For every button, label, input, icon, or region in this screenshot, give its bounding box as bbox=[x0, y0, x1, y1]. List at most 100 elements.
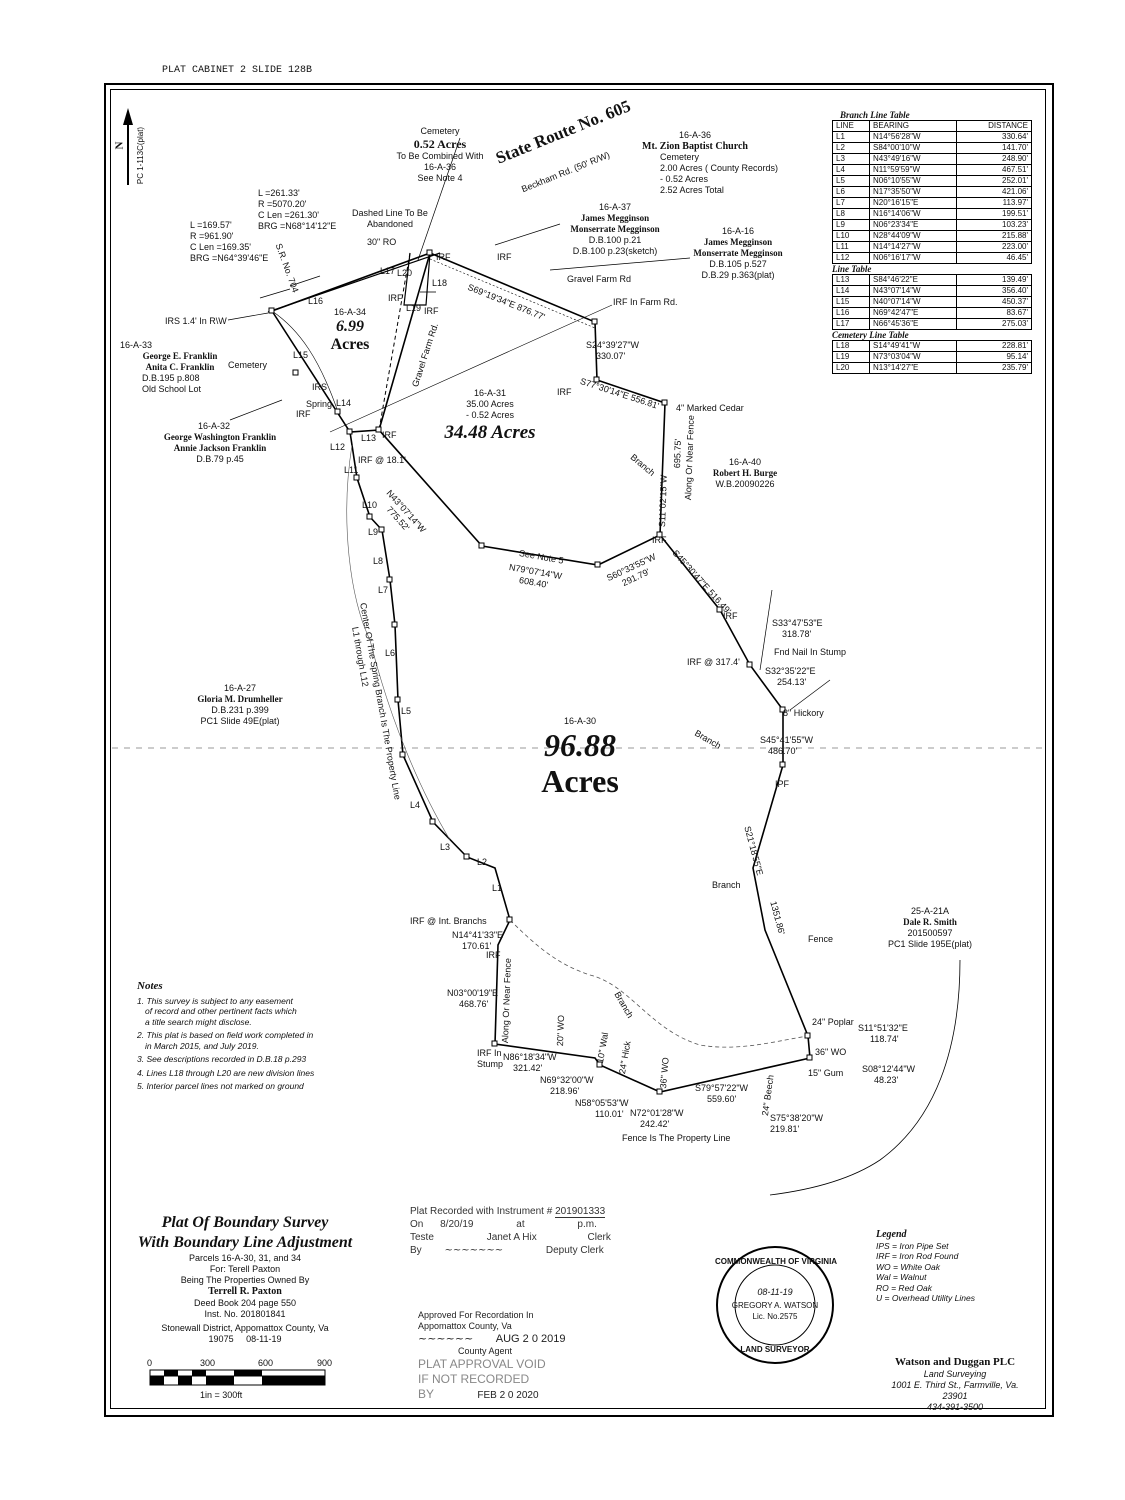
parcel-16-a-33: 16-A-33 George E. Franklin Anita C. Fran… bbox=[120, 340, 240, 395]
bearing-cell: N69°42'47"E bbox=[869, 307, 957, 319]
irf-branchs: IRF @ Int. Branchs bbox=[410, 916, 487, 926]
title-sub-6: Stonewall District, Appomattox County, V… bbox=[161, 1323, 329, 1333]
bearing-b23-text: S08°12'44"W bbox=[862, 1064, 916, 1074]
irf-label-8: IRF bbox=[723, 611, 738, 621]
irf-label-1: IRF bbox=[436, 252, 451, 262]
seal-ring-top: COMMONWEALTH OF VIRGINIA bbox=[715, 1257, 838, 1266]
cemetery-label: Cemetery bbox=[228, 360, 268, 370]
parcel-34-48-boundary bbox=[378, 252, 666, 566]
irf-farm-label: IRF In Farm Rd. bbox=[613, 297, 678, 307]
line-cell: L5 bbox=[832, 175, 870, 187]
col-distance: DISTANCE bbox=[956, 120, 1032, 132]
a37-name2: Monserrate Megginson bbox=[570, 224, 660, 234]
line-cell: L11 bbox=[832, 241, 870, 253]
line-cell: L4 bbox=[832, 164, 870, 176]
line-cell: L2 bbox=[832, 142, 870, 154]
curve2-brg: BRG =N64°39'46"E bbox=[190, 253, 269, 263]
a27-l2: PC1 Slide 49E(plat) bbox=[200, 716, 280, 726]
recording-at: at bbox=[516, 1219, 525, 1230]
bearing-b2-text: S24°39'27"W bbox=[586, 340, 640, 350]
line-cell: L3 bbox=[832, 153, 870, 165]
bearing-cell: N43°07'14"W bbox=[869, 285, 957, 297]
recording-signature: ~~~~~~~ bbox=[444, 1245, 504, 1256]
irs-label: IRS bbox=[312, 382, 328, 392]
bearing-b11-text: S32°35'22"E bbox=[765, 666, 816, 676]
recording-line-2: On 8/20/19 at p.m. bbox=[410, 1218, 640, 1231]
curve1-r: R =5070.20' bbox=[258, 199, 307, 209]
scale-tick-300: 300 bbox=[200, 1358, 216, 1368]
approval-stamp: Approved For Recordation In Appomattox C… bbox=[418, 1310, 618, 1403]
nail-label: Fnd Nail In Stump bbox=[774, 647, 847, 657]
recording-clerk: Clerk bbox=[587, 1232, 611, 1243]
note-line: in March 2015, and July 2019. bbox=[145, 1040, 259, 1051]
mt-zion-name: Mt. Zion Baptist Church bbox=[642, 141, 748, 152]
note-line: 3. See descriptions recorded in D.B.18 p… bbox=[137, 1054, 307, 1064]
line-id-l20: L20 bbox=[397, 268, 413, 278]
bearing-b21: S75°38'20"W 219.81' bbox=[770, 1113, 823, 1135]
irf-label-7: IRF bbox=[652, 535, 667, 545]
bearing-b23-dist: 48.23' bbox=[874, 1075, 899, 1085]
bearing-b17-dist: 218.96' bbox=[550, 1086, 580, 1096]
note-line: 2. This plat is based on field work comp… bbox=[137, 1030, 314, 1040]
curve2-r: R =961.90' bbox=[190, 231, 234, 241]
legend-title: Legend bbox=[876, 1229, 907, 1240]
recording-line-4: By ~~~~~~~ Deputy Clerk bbox=[410, 1244, 640, 1257]
bearing-cell: N43°49'16"W bbox=[869, 153, 957, 165]
line-cell: L10 bbox=[832, 230, 870, 242]
recording-clerk-name: Janet A Hix bbox=[486, 1232, 537, 1243]
cemetery-lines bbox=[403, 252, 431, 306]
legend-item: WO = White Oak bbox=[876, 1261, 940, 1272]
notes-title: Notes bbox=[137, 980, 163, 992]
bearing-b23: S08°12'44"W 48.23' bbox=[862, 1064, 915, 1086]
a16-l1: D.B.105 p.527 bbox=[709, 259, 767, 269]
distance-cell: 228.81' bbox=[956, 340, 1032, 352]
parcel-16-a-40: 16-A-40 Robert H. Burge W.B.20090226 bbox=[700, 457, 790, 490]
bearing-b21-text: S75°38'20"W bbox=[770, 1113, 824, 1123]
bearing-b6: S11°02'15"W bbox=[657, 474, 669, 528]
seal-lic: Lic. No.2575 bbox=[752, 1312, 798, 1321]
plat-cabinet-header: PLAT CABINET 2 SLIDE 128B bbox=[162, 65, 313, 76]
a30-acres-num: 96.88 bbox=[544, 727, 616, 763]
bearing-cell: N28°44'09"W bbox=[869, 230, 957, 242]
parcel-16-a-27: 16-A-27 Gloria M. Drumheller D.B.231 p.3… bbox=[180, 683, 300, 727]
abandoned-dashed-line bbox=[378, 252, 411, 431]
cemetery-title: Cemetery bbox=[420, 126, 460, 136]
notes-block: Notes 1. This survey is subject to any e… bbox=[137, 981, 314, 1092]
bearing-cell: S84°00'10"W bbox=[869, 142, 957, 154]
bearing-cell: N06°16'17"W bbox=[869, 252, 957, 264]
distance-cell: 252.01' bbox=[956, 175, 1032, 187]
bearing-b20-dist: 559.60' bbox=[707, 1094, 737, 1104]
bearing-cell: S84°46'22"E bbox=[869, 274, 957, 286]
a37-name1: James Megginson bbox=[580, 213, 650, 223]
bearing-b18-dist: 110.01' bbox=[595, 1109, 624, 1119]
void-line-1: PLAT APPROVAL VOID bbox=[418, 1357, 546, 1371]
irf-label-10: IRF bbox=[296, 409, 311, 419]
parcel-16-a-36: 16-A-36 Mt. Zion Baptist Church Cemetery… bbox=[620, 130, 778, 196]
a32-name1: George Washington Franklin bbox=[163, 432, 277, 442]
distance-cell: 467.51' bbox=[956, 164, 1032, 176]
line-id-l1: L1 bbox=[492, 883, 503, 893]
bearing-b14: N14°41'33"E 170.61' bbox=[452, 930, 503, 952]
bearing-b16-dist: 321.42' bbox=[513, 1063, 543, 1073]
mt-zion-l3: - 0.52 Acres bbox=[660, 174, 709, 184]
bearing-cell: N06°23'34"E bbox=[869, 219, 957, 231]
approval-signature-row: ~~~~~~ AUG 2 0 2019 bbox=[418, 1332, 618, 1346]
bearing-cell: N17°35'50"W bbox=[869, 186, 957, 198]
bearing-cell: N11°59'59"W bbox=[869, 164, 957, 176]
note-line: of record and other pertinent facts whic… bbox=[145, 1006, 297, 1016]
bearing-b10-dist: 318.78' bbox=[782, 629, 812, 639]
cemetery-line-1: To Be Combined With bbox=[396, 151, 484, 161]
line-cell: L16 bbox=[832, 307, 870, 319]
bearing-b17: N69°32'00"W 218.96' bbox=[540, 1075, 594, 1097]
firm-name: Watson and Duggan PLC bbox=[894, 1356, 1016, 1368]
